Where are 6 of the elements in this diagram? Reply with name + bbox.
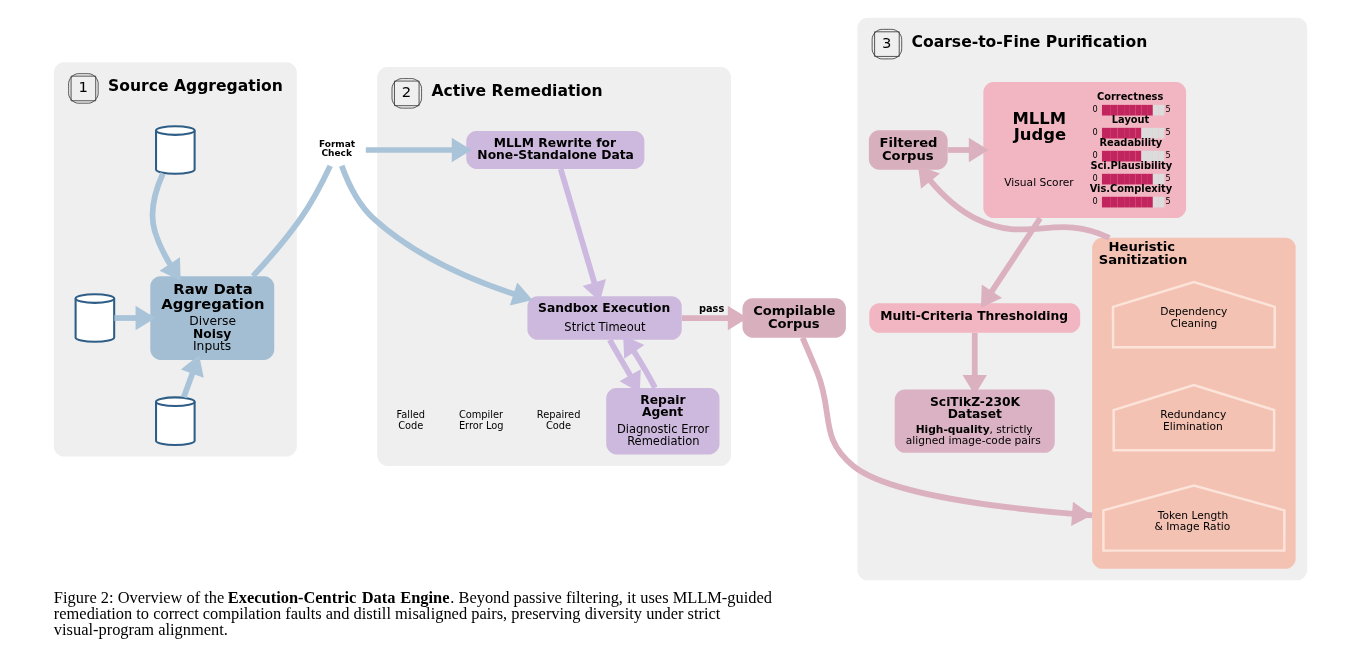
label: Repaired Code [536,409,581,432]
label: Compiler Error Log [458,409,504,432]
caption: Figure 2: Overview of the Execution-Centric Data Engine. Beyond passive filtering, it uses MLLM-guided remediation to correct compilation faults and distill misaligned pairs, preserving diversity under strict visual-program alignment. [53,587,772,640]
label: Falled Code [396,409,426,432]
node-text: Format Check [318,139,356,159]
edge-label: pass [698,302,725,314]
